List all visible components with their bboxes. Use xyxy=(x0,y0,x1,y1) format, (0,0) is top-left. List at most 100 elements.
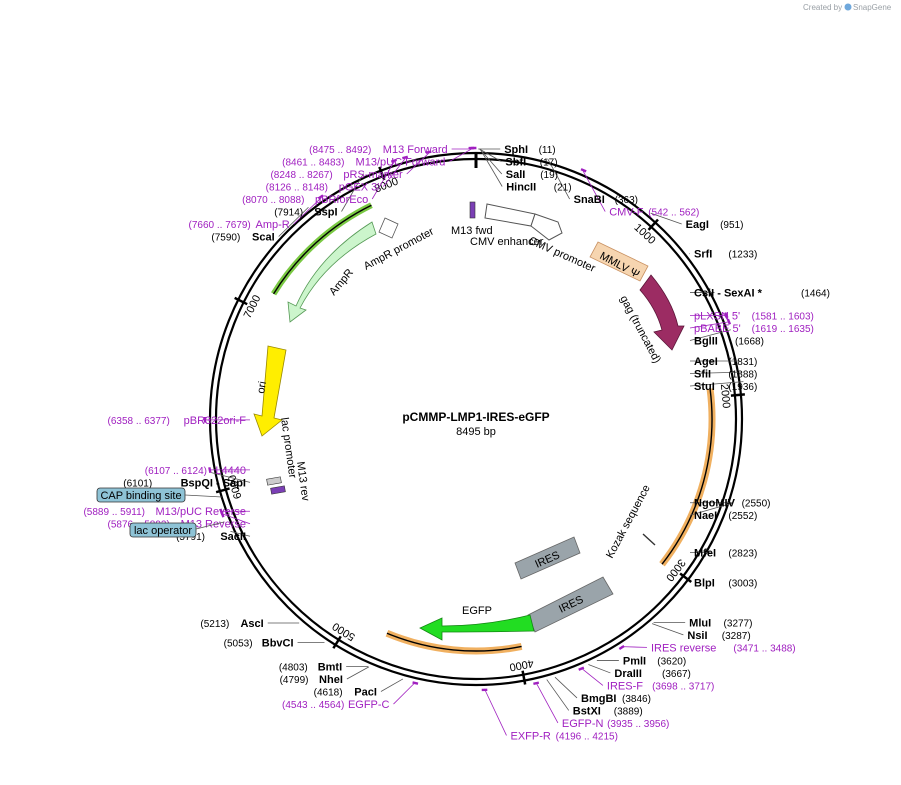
primer-egfp-n-3945-mark[interactable] xyxy=(533,681,540,686)
mmlv-psi-box[interactable] xyxy=(589,241,649,282)
enzyme-mlui-3277-name[interactable]: MluI xyxy=(689,617,711,629)
primer-m13-puc-reverse-5900-name[interactable]: M13/pUC Reverse xyxy=(156,506,246,518)
enzyme-draiii-3667-name[interactable]: DraIII xyxy=(614,668,642,680)
primer-ires-reverse-3480-name[interactable]: IRES reverse xyxy=(651,642,716,654)
lac-operator-box[interactable] xyxy=(129,522,197,538)
primer-cmv-f-552-mark[interactable] xyxy=(580,168,587,173)
primer-cmv-f-552-leader xyxy=(582,171,606,212)
primer-amp-r-7670-name[interactable]: Amp-R xyxy=(256,219,290,231)
enzyme-asci-5213-name[interactable]: AscI xyxy=(240,618,263,630)
enzyme-mlui-3277-num: (3277) xyxy=(724,618,753,629)
primer-pgex-3-8137-name[interactable]: pGEX 3' xyxy=(339,182,380,194)
enzyme-nsii-3287-name[interactable]: NsiI xyxy=(687,630,707,642)
enzyme-sphi-11-name[interactable]: SphI xyxy=(504,144,528,156)
primer-egfp-c-4553-name[interactable]: EGFP-C xyxy=(348,699,390,711)
enzyme-blpi-3003-name[interactable]: BlpI xyxy=(694,577,715,589)
primer-pgex-3-8137-mark[interactable] xyxy=(402,155,409,160)
enzyme-bglii-1668-name[interactable]: BglII xyxy=(694,336,718,348)
enzyme-eagi-951-name[interactable]: EagI xyxy=(686,219,709,231)
primer-egfp-c-4553-mark[interactable] xyxy=(412,681,419,685)
primer-plxsn-5-1592-name[interactable]: pLXSN 5' xyxy=(694,311,740,323)
enzyme-pmli-3620-name[interactable]: PmlI xyxy=(623,655,646,667)
primer-m13-puc-forward-8472-name[interactable]: M13/pUC Forward xyxy=(356,157,446,169)
enzyme-bglii-1668-leader xyxy=(689,329,731,341)
primer-prs-marker-8257-mark[interactable] xyxy=(425,150,432,154)
primer-egfp-n-3945-name[interactable]: EGFP-N xyxy=(562,718,604,730)
primer-m13-reverse-5884-mark[interactable] xyxy=(220,511,225,518)
primer-m13-forward-8483-num: (8475 .. 8492) xyxy=(309,145,371,156)
enzyme-mfei-2823-name[interactable]: MfeI xyxy=(694,547,716,559)
kozak-mark[interactable] xyxy=(642,533,656,546)
ampr-arrow[interactable] xyxy=(287,221,377,323)
primer-l4440-6115-mark[interactable] xyxy=(208,467,212,474)
primer-egfp-n-3945-num: (3935 .. 3956) xyxy=(607,719,669,730)
primer-ires-reverse-3480-mark[interactable] xyxy=(618,644,625,651)
enzyme-agei-1831-name[interactable]: AgeI xyxy=(694,356,718,368)
primer-plxsn-5-1592-mark[interactable] xyxy=(724,312,729,319)
primer-pbr322ori-f-6367-name[interactable]: pBR322ori-F xyxy=(184,415,247,427)
enzyme-naei-2552-name[interactable]: NaeI xyxy=(694,510,717,522)
enzyme-bmgbi-3846-name[interactable]: BmgBI xyxy=(581,693,616,705)
orf-egfp-highlight xyxy=(385,630,523,655)
enzyme-hincii-21-leader xyxy=(479,148,503,187)
enzyme-bmti-4803-name[interactable]: BmtI xyxy=(318,662,342,674)
primer-exfp-r-4205-name[interactable]: EXFP-R xyxy=(510,730,550,742)
enzyme-stui-1936-name[interactable]: StuI xyxy=(694,381,715,393)
enzyme-csii-sexai-1464-name[interactable]: CsiI - SexAI * xyxy=(694,287,763,299)
primer-pbabe-5-1627-name[interactable]: pBABE 5' xyxy=(694,323,741,335)
m13-fwd-mark[interactable] xyxy=(469,201,476,219)
primer-prs-marker-8257-leader xyxy=(406,152,429,175)
lac-promoter-mark[interactable] xyxy=(266,476,282,486)
primer-m13-forward-8483-name[interactable]: M13 Forward xyxy=(383,144,448,156)
enzyme-sfii-1888-name[interactable]: SfiI xyxy=(694,368,711,380)
enzyme-bbvci-5053-name[interactable]: BbvCI xyxy=(262,637,294,649)
primer-ires-f-3708-mark[interactable] xyxy=(578,666,585,671)
tick-2000 xyxy=(730,393,745,397)
enzyme-sbfi-17-name[interactable]: SbfI xyxy=(505,157,526,169)
enzyme-ngomiv-2550-num: (2550) xyxy=(742,499,771,510)
m13-rev-mark[interactable] xyxy=(270,485,286,495)
enzyme-paci-4618-name[interactable]: PacI xyxy=(354,687,377,699)
enzyme-bstxi-3889-name[interactable]: BstXI xyxy=(573,705,601,717)
ori-arrow[interactable] xyxy=(253,345,287,437)
enzyme-stui-1936-leader xyxy=(689,381,744,387)
enzyme-ngomiv-2550-name[interactable]: NgoMIV xyxy=(694,498,736,510)
enzyme-snabi-363-name[interactable]: SnaBI xyxy=(574,194,605,206)
credit-brand: SnapGene xyxy=(853,3,892,12)
enzyme-hincii-21-name[interactable]: HincII xyxy=(506,182,536,194)
egfp-arrow[interactable] xyxy=(419,614,535,641)
enzyme-scai-7590-name[interactable]: ScaI xyxy=(252,232,275,244)
primer-ires-f-3708-num: (3698 .. 3717) xyxy=(652,681,714,692)
primer-prs-marker-8257-name[interactable]: pRS-marker xyxy=(343,169,403,181)
enzyme-sacii-5791-name[interactable]: SacII xyxy=(220,531,246,543)
primer-amp-r-7670-mark[interactable] xyxy=(317,194,324,200)
primer-l4440-6115-name[interactable]: L4440 xyxy=(215,465,246,477)
enzyme-agei-1831-num: (1831) xyxy=(728,357,757,368)
primer-cmv-f-552-name[interactable]: CMV-F xyxy=(609,207,644,219)
cmv-enhancer-arrow[interactable] xyxy=(484,203,536,227)
enzyme-srfi-1233-name[interactable]: SrfI xyxy=(694,249,712,261)
enzyme-sspi-7914-name[interactable]: SspI xyxy=(314,207,337,219)
primer-pbabe-5-1627-mark[interactable] xyxy=(726,318,732,325)
primer-amp-r-7670-leader xyxy=(293,197,322,225)
primer-ires-f-3708-name[interactable]: IRES-F xyxy=(607,680,643,692)
enzyme-srfi-1233-num: (1233) xyxy=(728,250,757,261)
primer-pbrforeco-8079-name[interactable]: pBRforEco xyxy=(315,194,368,206)
enzyme-paci-4618-num: (4618) xyxy=(314,688,343,699)
gag-arrow[interactable] xyxy=(639,274,685,351)
primer-pbrforeco-8079-num: (8070 .. 8088) xyxy=(242,195,304,206)
plasmid-name: pCMMP-LMP1-IRES-eGFP xyxy=(402,410,549,424)
enzyme-nhei-4799-name[interactable]: NheI xyxy=(319,674,343,686)
enzyme-sali-19-name[interactable]: SalI xyxy=(506,169,526,181)
cmv-promoter-arrow[interactable] xyxy=(530,213,563,241)
ampr-promoter-arrow[interactable] xyxy=(378,217,399,239)
enzyme-nsii-3287-num: (3287) xyxy=(722,631,751,642)
enzyme-bspqi-sapi-6101-name[interactable]: BspQI - SapI xyxy=(181,477,246,489)
primer-pbrforeco-8079-mark[interactable] xyxy=(390,158,397,163)
primer-l4440-6115-num: (6107 .. 6124) xyxy=(145,466,207,477)
enzyme-hincii-21-num: (21) xyxy=(554,183,572,194)
enzyme-sacii-5791-num: (5791) xyxy=(176,532,205,543)
tick-label-2000: 2000 xyxy=(718,383,732,408)
feature-label-m13-fwd: M13 fwd xyxy=(451,225,493,237)
ires-box-1[interactable] xyxy=(514,536,581,580)
